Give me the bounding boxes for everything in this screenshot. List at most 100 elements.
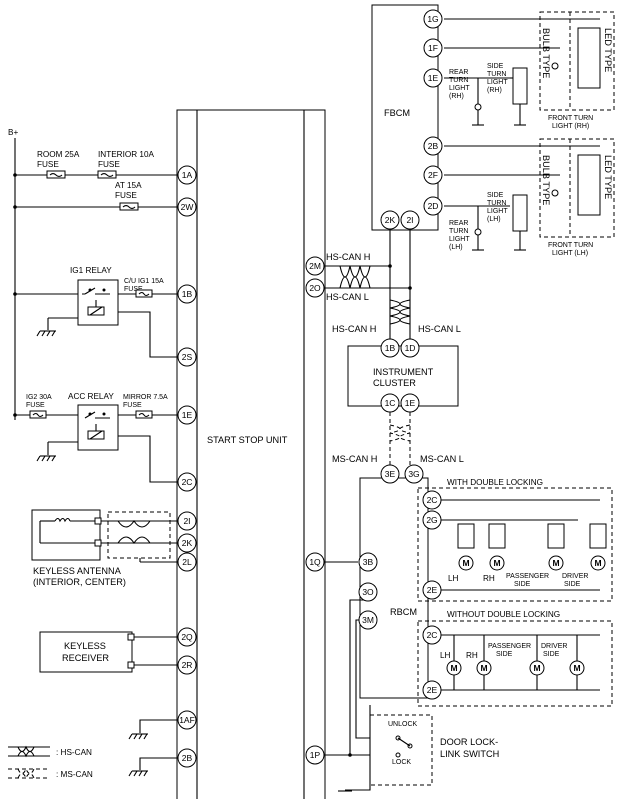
ms-can-h-label: MS-CAN H	[332, 454, 377, 464]
fuse-interior-label: INTERIOR 10A	[98, 150, 155, 159]
with-double-locking: WITH DOUBLE LOCKING LH RH PASSENGER SIDE…	[417, 478, 613, 602]
ms-can-l-label: MS-CAN L	[420, 454, 464, 464]
svg-text:1E: 1E	[428, 73, 439, 83]
svg-text:3M: 3M	[362, 615, 374, 625]
cluster-pin: 1E	[400, 393, 420, 413]
svg-text:M: M	[480, 663, 487, 673]
door-lock-motor: M	[489, 555, 505, 571]
svg-text:FUSE: FUSE	[98, 160, 120, 169]
svg-text:(INTERIOR, CENTER): (INTERIOR, CENTER)	[33, 577, 126, 587]
keyless-receiver: KEYLESS RECEIVER	[39, 631, 177, 673]
svg-text:REAR: REAR	[449, 220, 468, 227]
svg-text:PASSENGER: PASSENGER	[506, 573, 549, 580]
svg-text:3O: 3O	[362, 587, 374, 597]
ssu-pin-left: 2S	[177, 347, 197, 367]
svg-text:SIDE: SIDE	[487, 63, 504, 70]
without-double-locking-pin: 2C	[422, 625, 442, 645]
door-lock-motor: M	[446, 660, 462, 676]
door-lock-link-switch: UNLOCK LOCK DOOR LOCK- LINK SWITCH	[369, 714, 499, 786]
svg-text:LINK SWITCH: LINK SWITCH	[440, 749, 499, 759]
without-double-locking-title: WITHOUT DOUBLE LOCKING	[447, 610, 560, 619]
lock-switch	[589, 523, 607, 549]
svg-text:M: M	[533, 663, 540, 673]
svg-text:2L: 2L	[182, 557, 192, 567]
svg-text:2C: 2C	[182, 477, 193, 487]
fbcm-pin: 2F	[423, 165, 443, 185]
start-stop-unit-label: START STOP UNIT	[207, 435, 288, 445]
ssu-grounds	[128, 719, 177, 777]
svg-text:1Q: 1Q	[309, 557, 321, 567]
fbcm-label: FBCM	[384, 108, 410, 118]
svg-text:2E: 2E	[427, 585, 438, 595]
svg-text:LIGHT (LH): LIGHT (LH)	[552, 250, 588, 257]
double-locking-pin: 2C	[422, 490, 442, 510]
door-lock-motor: M	[476, 660, 492, 676]
svg-text:(LH): (LH)	[449, 244, 463, 251]
start-stop-unit: START STOP UNIT	[176, 109, 326, 799]
svg-text:2O: 2O	[309, 283, 321, 293]
ssu-pin-left: 2I	[177, 511, 197, 531]
svg-text:REAR: REAR	[449, 69, 468, 76]
cluster-pin: 1B	[380, 338, 400, 358]
svg-text:LIGHT: LIGHT	[449, 85, 470, 92]
turn-lights-lh: REAR TURN LIGHT (LH) SIDE TURN LIGHT (LH…	[444, 138, 615, 257]
svg-text:FUSE: FUSE	[115, 191, 137, 200]
svg-text:FUSE: FUSE	[123, 402, 142, 409]
svg-text:(RH): (RH)	[449, 93, 464, 100]
ssu-pin-left: 1B	[177, 284, 197, 304]
svg-text:1AF: 1AF	[179, 715, 195, 725]
ssu-pin-left: 1A	[177, 165, 197, 185]
svg-text:1B: 1B	[182, 289, 193, 299]
cluster-pin: 1C	[380, 393, 400, 413]
svg-text:LIGHT: LIGHT	[449, 236, 470, 243]
ms-can-network: MS-CAN H MS-CAN L	[332, 412, 464, 466]
svg-text:M: M	[573, 663, 580, 673]
svg-text:SIDE: SIDE	[487, 192, 504, 199]
svg-text:DRIVER: DRIVER	[562, 573, 588, 580]
svg-text:SIDE: SIDE	[514, 581, 531, 588]
ssu-pin-right: 2M	[305, 256, 325, 276]
bulb-type-label-lh: BULB TYPE	[541, 155, 551, 205]
svg-text:2B: 2B	[428, 141, 439, 151]
turn-lights-rh: REAR TURN LIGHT (RH) SIDE TURN LIGHT (RH…	[444, 11, 615, 130]
svg-text:TURN: TURN	[487, 200, 506, 207]
double-locking-pin: 2E	[422, 580, 442, 600]
svg-text:2C: 2C	[427, 495, 438, 505]
ssu-pin-left: 2B	[177, 748, 197, 768]
fbcm-pin: 1G	[423, 9, 443, 29]
svg-text:2G: 2G	[426, 515, 437, 525]
fuse-cu-ig1-label: C/U IG1 15A	[124, 278, 164, 285]
rbcm: RBCM	[325, 477, 429, 792]
fuse-interior: INTERIOR 10A FUSE	[97, 150, 155, 179]
svg-text:M: M	[552, 558, 559, 568]
ig1-relay-label: IG1 RELAY	[70, 266, 112, 275]
svg-text:FUSE: FUSE	[37, 160, 59, 169]
ssu-pin-right: 1Q	[305, 552, 325, 572]
svg-text:3G: 3G	[408, 469, 419, 479]
legend-hs-can: : HS-CAN	[56, 748, 92, 757]
door-lock-motor: M	[529, 660, 545, 676]
svg-text:2K: 2K	[182, 538, 193, 548]
acc-relay-label: ACC RELAY	[68, 392, 114, 401]
svg-text:1G: 1G	[427, 14, 438, 24]
svg-text:FUSE: FUSE	[124, 286, 143, 293]
svg-text:2S: 2S	[182, 352, 193, 362]
fbcm-pin: 2I	[400, 210, 420, 230]
cluster-pin: 1D	[400, 338, 420, 358]
ig1-relay: IG1 RELAY C/U IG1 15A FUSE	[36, 266, 177, 358]
svg-text:LIGHT: LIGHT	[487, 79, 508, 86]
double-locking-pin: 2G	[422, 510, 442, 530]
fuse-room: ROOM 25A FUSE	[37, 150, 80, 179]
svg-text:LH: LH	[440, 651, 451, 660]
rbcm-pin: 3M	[358, 610, 378, 630]
svg-text:CLUSTER: CLUSTER	[373, 378, 416, 388]
svg-text:2F: 2F	[428, 170, 438, 180]
fbcm-pin: 1F	[423, 38, 443, 58]
ssu-pin-left: 2R	[177, 655, 197, 675]
svg-text:TURN: TURN	[487, 71, 506, 78]
rbcm-pin: 3G	[404, 464, 424, 484]
svg-text:1F: 1F	[428, 43, 438, 53]
svg-text:1B: 1B	[385, 343, 396, 353]
